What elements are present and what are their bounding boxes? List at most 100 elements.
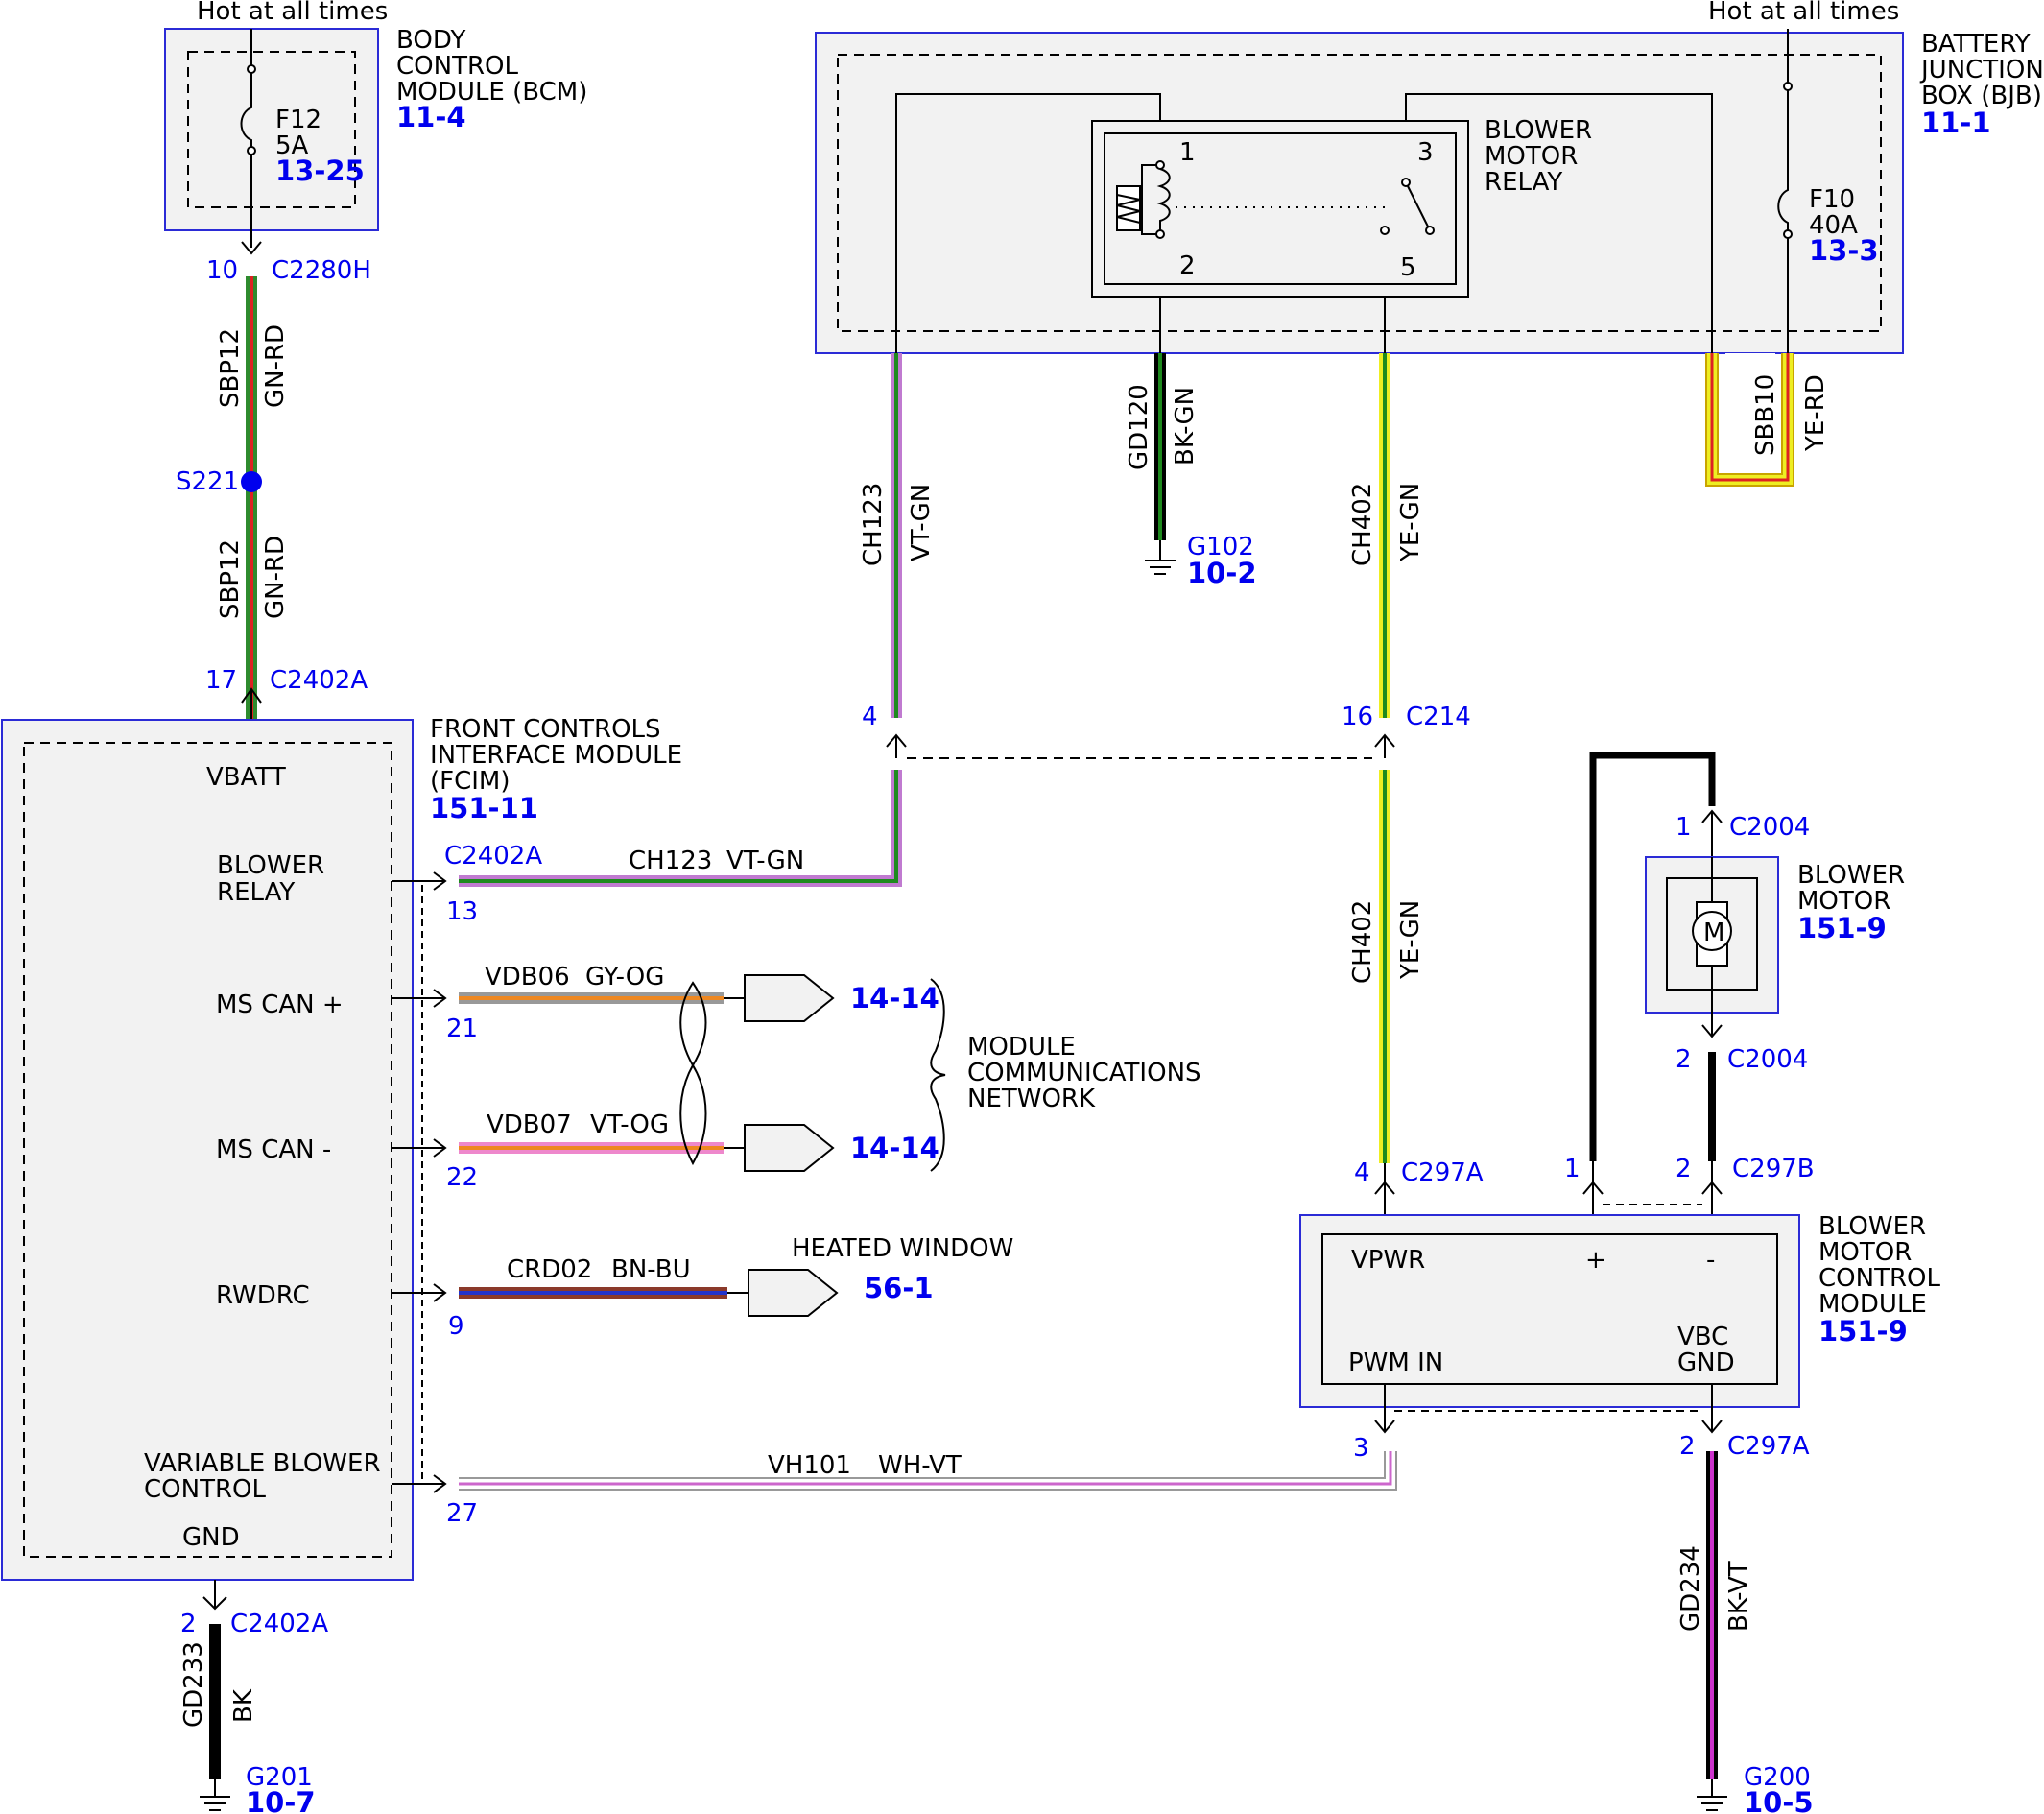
c2004-1-name: C2004 [1729, 813, 1810, 842]
relay-name-1: BLOWER [1485, 116, 1592, 145]
g200-ref[interactable]: 10-5 [1744, 1786, 1814, 1814]
bjb-name-2: JUNCTION [1919, 56, 2044, 84]
fcim-pin-mscan-plus: MS CAN + [216, 991, 344, 1019]
sbp12-a-color: GN-RD [261, 324, 290, 408]
sbp12-b-color: GN-RD [261, 536, 290, 619]
fcim-pin-mscan-minus: MS CAN - [216, 1135, 331, 1164]
connector-ch123-arrows [886, 733, 907, 758]
fcim-top-conn: C2402A [270, 666, 368, 695]
g200-name: G200 [1744, 1763, 1811, 1792]
blower-motor-ref[interactable]: 151-9 [1797, 912, 1887, 944]
fcim-name-3: (FCIM) [430, 767, 511, 796]
ground-g201-icon [200, 1779, 230, 1811]
relay-pin-1: 1 [1179, 138, 1196, 167]
network-label-1: MODULE [967, 1033, 1076, 1062]
network-plug-2 [744, 1124, 835, 1172]
fuse-f12-ref[interactable]: 13-25 [275, 155, 365, 187]
c2004-2-name: C2004 [1727, 1045, 1808, 1074]
bmcm-ref[interactable]: 151-9 [1818, 1315, 1908, 1348]
c297b-2-pin: 2 [1676, 1155, 1692, 1183]
sbb10-circuit: SBB10 [1751, 374, 1780, 456]
c2004-1-pin: 1 [1676, 813, 1692, 842]
fcim-pin-9: 9 [448, 1312, 464, 1341]
fcim-top-pin: 17 [205, 666, 237, 695]
c2280h-pin: 10 [206, 256, 238, 285]
blower-motor-relay [1091, 120, 1469, 298]
fuse-f10-rating: 40A [1809, 211, 1858, 240]
network-plug-1 [744, 974, 835, 1022]
wire-vh101 [459, 1451, 1397, 1491]
g102-ref[interactable]: 10-2 [1187, 557, 1257, 589]
vdb06-circuit: VDB06 [485, 963, 570, 991]
twisted-pair-icon [679, 981, 707, 1166]
fuse-f10-ref[interactable]: 13-3 [1809, 234, 1879, 267]
bjb-ref[interactable]: 11-1 [1921, 107, 1991, 139]
bmcm-name-2: MOTOR [1818, 1238, 1912, 1267]
bjb-name-1: BATTERY [1921, 30, 2031, 59]
ch123-h-circuit: CH123 [629, 847, 712, 875]
network-brace-icon [930, 978, 946, 1172]
c2280h-name: C2280H [272, 256, 371, 285]
hot-label-right: Hot at all times [1708, 0, 1899, 26]
vdb07-circuit: VDB07 [487, 1110, 572, 1139]
c2004-2-pin: 2 [1676, 1045, 1692, 1074]
sbb10-color: YE-RD [1801, 374, 1830, 452]
bmcm-name-4: MODULE [1818, 1290, 1927, 1319]
wire-sbb10 [1705, 353, 1794, 487]
fuse-f12 [240, 64, 256, 248]
relay-name-2: MOTOR [1485, 142, 1578, 171]
gd120-circuit: GD120 [1125, 384, 1153, 470]
blower-motor-wiring [1589, 752, 1723, 1161]
bmcm-pin-minus: - [1706, 1246, 1715, 1275]
fuse-f12-name: F12 [275, 106, 321, 134]
blower-motor [1645, 856, 1779, 1014]
bmcm-name-1: BLOWER [1818, 1212, 1926, 1241]
fcim-pin-22: 22 [446, 1163, 478, 1192]
wire-gd234 [1706, 1451, 1718, 1779]
connector-c214-arrows [1374, 733, 1395, 758]
c297a-2-pin: 2 [1679, 1432, 1696, 1461]
wire-gd120 [1154, 353, 1166, 540]
g201-ref[interactable]: 10-7 [246, 1786, 316, 1814]
bmcm-pin-vpwr: VPWR [1351, 1246, 1425, 1275]
ch402-b-color: YE-GN [1396, 900, 1425, 980]
g201-name: G201 [246, 1763, 313, 1792]
fcim-pin-vbatt: VBATT [206, 763, 286, 792]
ch123-h-color: VT-GN [726, 847, 804, 875]
relay-pin-5: 5 [1400, 253, 1416, 282]
fcim-pin-rwdrc: RWDRC [216, 1281, 310, 1310]
wire-vdb06 [459, 992, 745, 1004]
fuse-f12-rating: 5A [275, 131, 309, 160]
fcim-ref[interactable]: 151-11 [430, 792, 538, 824]
heated-window-ref[interactable]: 56-1 [864, 1272, 934, 1304]
wire-vdb07 [459, 1142, 745, 1154]
c297a-top-name: C297A [1401, 1158, 1484, 1187]
blower-motor-name-1: BLOWER [1797, 861, 1905, 890]
ground-g200-icon [1697, 1779, 1727, 1811]
vh101-circuit: VH101 [768, 1451, 851, 1480]
bcm-ref[interactable]: 11-4 [396, 101, 466, 133]
fcim-pin-control: CONTROL [144, 1475, 266, 1504]
relay-pin-3: 3 [1417, 138, 1434, 167]
fcim-module [1, 719, 423, 1581]
network-ref-1[interactable]: 14-14 [850, 982, 939, 1014]
gd233-color: BK [229, 1688, 258, 1723]
bmcm-top-connectors [1374, 1161, 1723, 1234]
bjb-name-3: BOX (BJB) [1921, 82, 2042, 110]
bmcm-bottom-connectors [1374, 1384, 1723, 1434]
fcim-pin-gnd: GND [182, 1523, 240, 1552]
network-label-2: COMMUNICATIONS [967, 1059, 1201, 1087]
bcm-name-1: BODY [396, 26, 465, 55]
bmcm-pin-gnd: GND [1677, 1349, 1735, 1377]
vdb07-color: VT-OG [590, 1110, 669, 1139]
fcim-pin-13: 13 [446, 897, 478, 926]
g102-name: G102 [1187, 533, 1254, 561]
c214-name: C214 [1406, 703, 1471, 731]
crd02-color: BN-BU [611, 1255, 691, 1284]
network-label-3: NETWORK [967, 1085, 1096, 1113]
fcim-side-conn: C2402A [444, 842, 542, 871]
ground-g102-icon [1145, 540, 1176, 575]
splice-s221-label: S221 [176, 467, 239, 496]
network-ref-2[interactable]: 14-14 [850, 1132, 939, 1164]
bmcm-pin-plus: + [1585, 1246, 1606, 1275]
